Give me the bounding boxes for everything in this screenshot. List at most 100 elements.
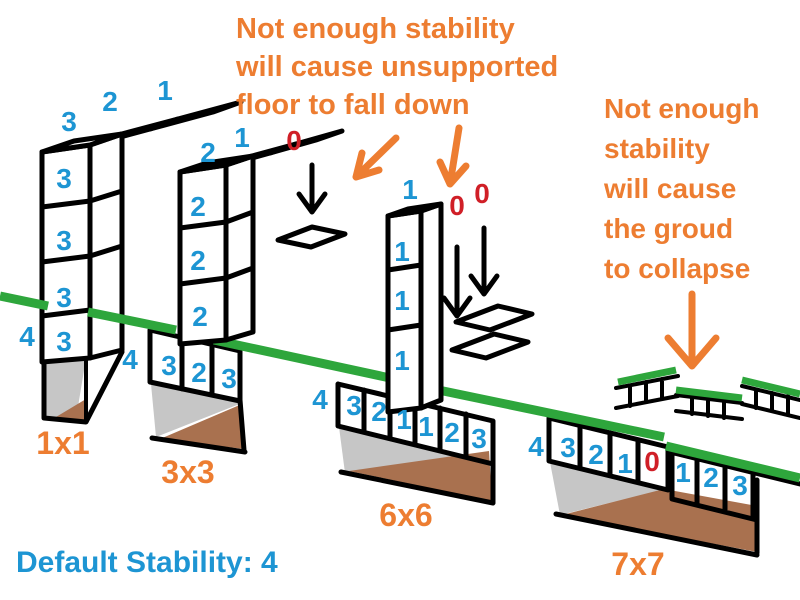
tower-top-face: [177, 153, 256, 175]
cell-row-left: [546, 415, 671, 493]
stability-number: 3: [56, 163, 72, 194]
stability-number: 3: [56, 282, 72, 313]
zero-stability-number: 0: [644, 446, 660, 477]
stability-number: 2: [703, 462, 719, 493]
zero-stability-number: 0: [449, 190, 465, 221]
floor-warning-text: Not enough stability will cause unsuppor…: [235, 13, 558, 121]
ground-warning-text: Not enough stability will cause the grou…: [603, 93, 760, 284]
warning-line: Not enough: [604, 93, 760, 124]
stability-number: 1: [157, 75, 173, 106]
stability-number: 1: [675, 457, 691, 488]
foundation-1x1: [41, 349, 125, 425]
zero-stability-number: 0: [474, 178, 490, 209]
size-label-3x3: 3x3: [161, 454, 214, 490]
fall-arrow-icon: [468, 225, 500, 297]
stability-number: 3: [161, 350, 177, 381]
collapse-arrow-icon: [436, 124, 470, 188]
warning-line: stability: [604, 133, 710, 164]
dirt-fill: [562, 489, 757, 552]
ledge-grass-sunken: [675, 386, 743, 402]
tower-top-face: [385, 201, 444, 219]
dirt-fill: [56, 399, 86, 420]
zero-stability-number: 0: [286, 125, 302, 156]
stone-fill: [44, 358, 86, 419]
warning-line: will cause: [603, 173, 736, 204]
cell-row-right: [667, 449, 800, 523]
stability-number: 2: [191, 357, 207, 388]
floor-tile: [147, 99, 244, 132]
warning-line: floor to fall down: [236, 89, 470, 121]
block-dividers: [39, 188, 125, 319]
warning-line: will cause unsupported: [235, 51, 558, 83]
fallen-tile: [453, 303, 535, 333]
block-dividers: [177, 209, 256, 287]
fallen-tile: [275, 224, 348, 250]
foundation-3x3: [147, 327, 248, 455]
tower-6x6: [385, 201, 444, 415]
size-label-6x6: 6x6: [379, 497, 432, 533]
stability-number: 2: [371, 396, 387, 427]
ledge-grass-right: [741, 376, 800, 398]
collapse-arrow-icon: [352, 134, 400, 181]
tower-right-face: [223, 153, 256, 343]
numbers-3x3: 2 1 0 2 2 2 3 2 3 4 3x3: [122, 122, 302, 490]
fallen-tile: [449, 331, 531, 361]
stone-fill: [151, 384, 242, 437]
ledge-grass: [617, 366, 677, 386]
surface-stability-number: 4: [19, 321, 35, 352]
stability-number: 3: [61, 106, 77, 137]
numbers-6x6: 1 0 0 1 1 1 3 2 1 1 2 3 4 6x6: [312, 174, 490, 533]
ledge-wall: [614, 374, 680, 410]
stone-fill: [550, 462, 666, 515]
pit-outline: [553, 477, 760, 558]
stability-number: 2: [444, 417, 460, 448]
stability-number: 3: [56, 225, 72, 256]
fall-arrow-icon: [296, 162, 328, 215]
ledge-wall-right: [740, 384, 800, 420]
stability-number: 2: [190, 191, 206, 222]
tower-1x1: [39, 99, 244, 365]
numbers-7x7: 4 3 2 1 0 1 2 3 7x7: [528, 431, 748, 582]
fall-arrow-icon: [441, 244, 473, 319]
ground-line: [87, 307, 177, 335]
stability-number: 2: [588, 439, 604, 470]
stability-number: 3: [732, 470, 748, 501]
ground-line: [213, 335, 391, 383]
warning-line: to collapse: [604, 253, 750, 284]
block-dividers: [385, 262, 424, 333]
ledge-wall-sunken: [674, 393, 744, 421]
stability-number: 1: [394, 345, 410, 376]
tower-right-face: [418, 201, 444, 411]
stability-number: 1: [402, 174, 418, 205]
stability-number: 3: [346, 390, 362, 421]
surface-stability-number: 4: [528, 431, 544, 462]
stability-number: 2: [190, 245, 206, 276]
stability-number: 2: [102, 86, 118, 117]
stability-number: 2: [200, 137, 216, 168]
ground-line: [664, 441, 800, 483]
ground-line: [423, 382, 665, 442]
pit-outline: [338, 461, 496, 506]
foundation-7x7: [546, 415, 800, 558]
size-label-7x7: 7x7: [611, 546, 664, 582]
stability-number: 3: [560, 432, 576, 463]
falling-floor-3x3: [275, 162, 348, 250]
pit-outline: [149, 397, 248, 455]
pit-outline: [41, 349, 125, 425]
surface-stability-number: 4: [122, 344, 138, 375]
stability-number: 1: [234, 122, 250, 153]
stability-number: 1: [396, 404, 412, 435]
tower-top-face: [39, 131, 125, 155]
stability-number: 1: [394, 285, 410, 316]
collapsed-ground-ledges: [614, 366, 800, 421]
warning-line: Not enough stability: [236, 13, 515, 45]
stability-number: 3: [471, 423, 487, 454]
collapse-arrow-icon: [664, 290, 720, 370]
stability-number: 3: [221, 363, 237, 394]
ground-line: [0, 291, 49, 311]
size-label-1x1: 1x1: [36, 425, 89, 461]
dirt-fill: [160, 404, 244, 449]
warning-line: the groud: [604, 213, 733, 244]
stability-number: 1: [418, 411, 434, 442]
